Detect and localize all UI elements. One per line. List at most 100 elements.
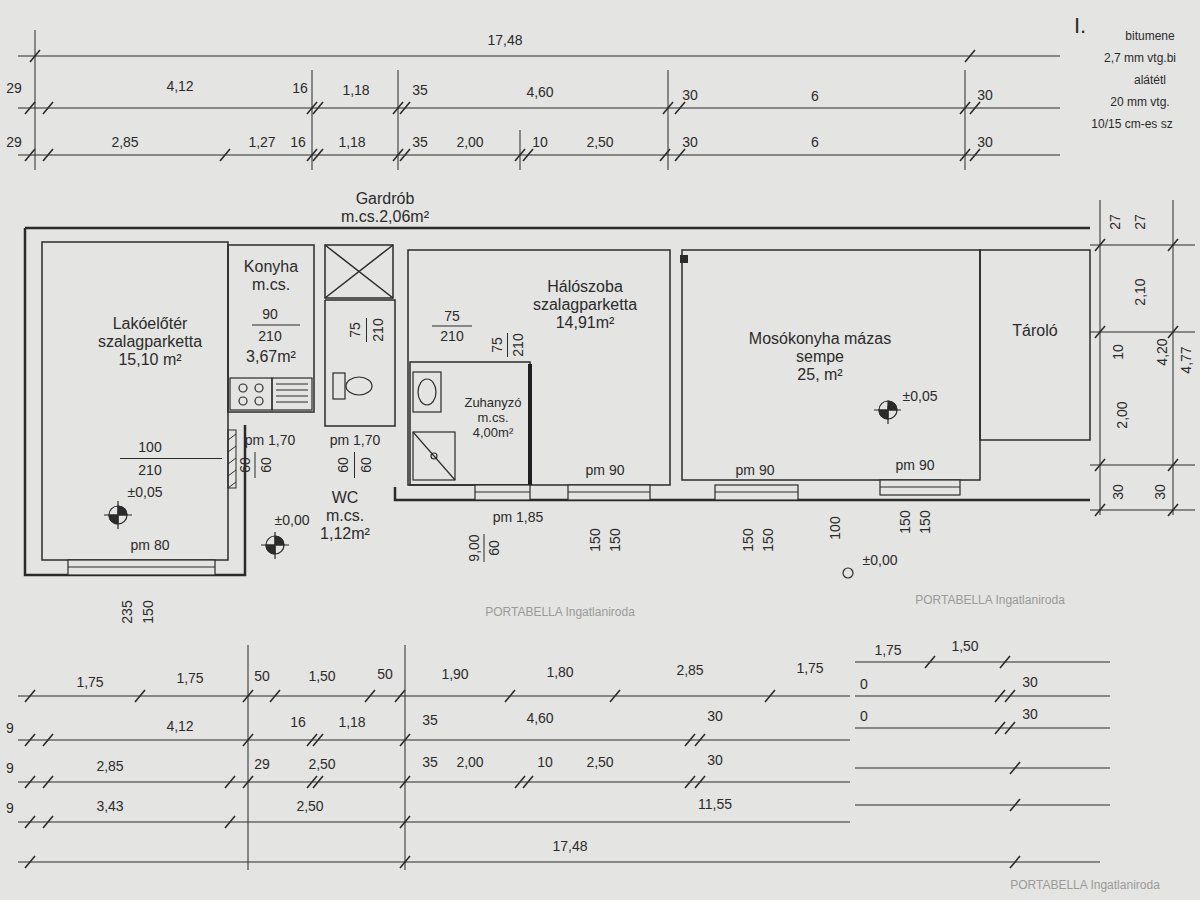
dimension-label: 150 [607,528,623,551]
dimension-line [1090,332,1195,333]
room-outline [325,245,393,298]
fraction-line [432,326,472,327]
dimension-line [685,734,695,746]
fraction-line [354,452,355,478]
sanitary-fixture [333,373,345,399]
level-marker [843,568,853,578]
dimension-line [1090,245,1195,246]
room-text: Mosókonyha mázas sempe [745,330,895,366]
dimension-label: 30 [707,708,723,724]
dimension-label: 30 [707,752,723,768]
room-text: 15,10 m² [65,351,235,369]
dimension-label: 4,77 [1178,346,1194,373]
dimension-label: 16 [290,714,306,730]
dimension-label: 9 [6,760,14,776]
dimension-label: 2,50 [308,756,335,772]
dimension-label: 35 [412,134,428,150]
dimension-label: 6 [811,88,819,104]
room-text: WC [313,489,377,507]
dimension-line [1005,690,1015,702]
dimension-label: 35 [422,754,438,770]
dimension-label: pm 90 [736,462,775,478]
room-text: Hálószoba szalagparketta [500,278,670,314]
dimension-line [1173,200,1174,515]
dimension-line [405,645,406,870]
dimension-line [270,690,280,702]
dimension-line [220,149,230,161]
dimension-label: 35 [422,712,438,728]
dimension-label: 30 [1022,706,1038,722]
dimension-label: 75 [347,322,363,338]
room-outline [42,242,228,560]
dimension-line [1005,722,1015,734]
dimension-label: 75 [444,308,460,324]
dimension-label: 27 [1132,214,1148,230]
dimension-line [1010,762,1020,774]
dimension-label: 150 [740,528,756,551]
kitchen-fixture [230,378,312,410]
column-mark [680,255,688,263]
dimension-label: 30 [1152,484,1168,500]
dimension-line [43,734,53,746]
dimension-line [855,696,1110,697]
dimension-line [25,102,35,114]
dimension-label: 1,75 [874,642,901,658]
dimension-label: pm 1,85 [493,509,544,525]
dimension-line [1010,856,1020,868]
fraction-line [120,458,222,459]
fraction-line [255,452,256,478]
dimension-line [18,108,1060,109]
kitchen-fixture [255,384,263,392]
dimension-line [965,50,975,62]
room-text: 1,12m² [313,525,377,543]
window [568,491,650,492]
sanitary-fixture [431,453,437,459]
dimension-line [43,776,53,788]
room-text: 3,67m² [230,348,312,366]
dimension-line [18,862,1100,863]
dimension-line [1000,656,1010,668]
dimension-label: 1,75 [176,670,203,686]
dimension-label: 30 [977,87,993,103]
fraction-line [366,318,367,342]
dimension-label: 4,12 [166,78,193,94]
dimension-label: 1,18 [338,134,365,150]
dimension-line [395,690,405,702]
dimension-label: 3,43 [96,798,123,814]
room-text: Lakóelőtér szalagparketta [65,315,235,351]
dimension-line [25,776,35,788]
dimension-label: 10 [532,134,548,150]
dimension-line [1090,510,1195,511]
dimension-label: 210 [510,333,526,356]
dimension-label: 1,18 [342,82,369,98]
dimension-line [520,130,521,170]
room-text: 14,91m² [500,314,670,332]
dimension-line [1090,465,1195,466]
dimension-line [400,149,410,161]
dimension-line [695,776,705,788]
dimension-line [970,102,980,114]
dimension-line [18,782,850,783]
watermark: PORTABELLA Ingatlaniroda [915,593,1065,607]
dimension-label: 2,50 [586,134,613,150]
dimension-line [855,728,1110,729]
dimension-line [668,70,669,170]
dimension-line [685,776,695,788]
dimension-line [855,805,1110,806]
dimension-line [855,662,1110,663]
dimension-line [25,734,35,746]
dimension-label: ±0,00 [275,512,310,528]
dimension-label: 2,00 [456,754,483,770]
window [568,485,650,500]
dimension-line [248,645,249,870]
room-label: Tároló [990,322,1080,340]
dimension-line [400,102,410,114]
dimension-label: 210 [258,328,281,344]
dimension-label: 90 [262,306,278,322]
dimension-line [25,149,35,161]
dimension-label: 60 [237,457,253,473]
dimension-line [855,768,1110,769]
dimension-line [25,690,35,702]
window [715,485,798,500]
dimension-line [35,30,36,170]
